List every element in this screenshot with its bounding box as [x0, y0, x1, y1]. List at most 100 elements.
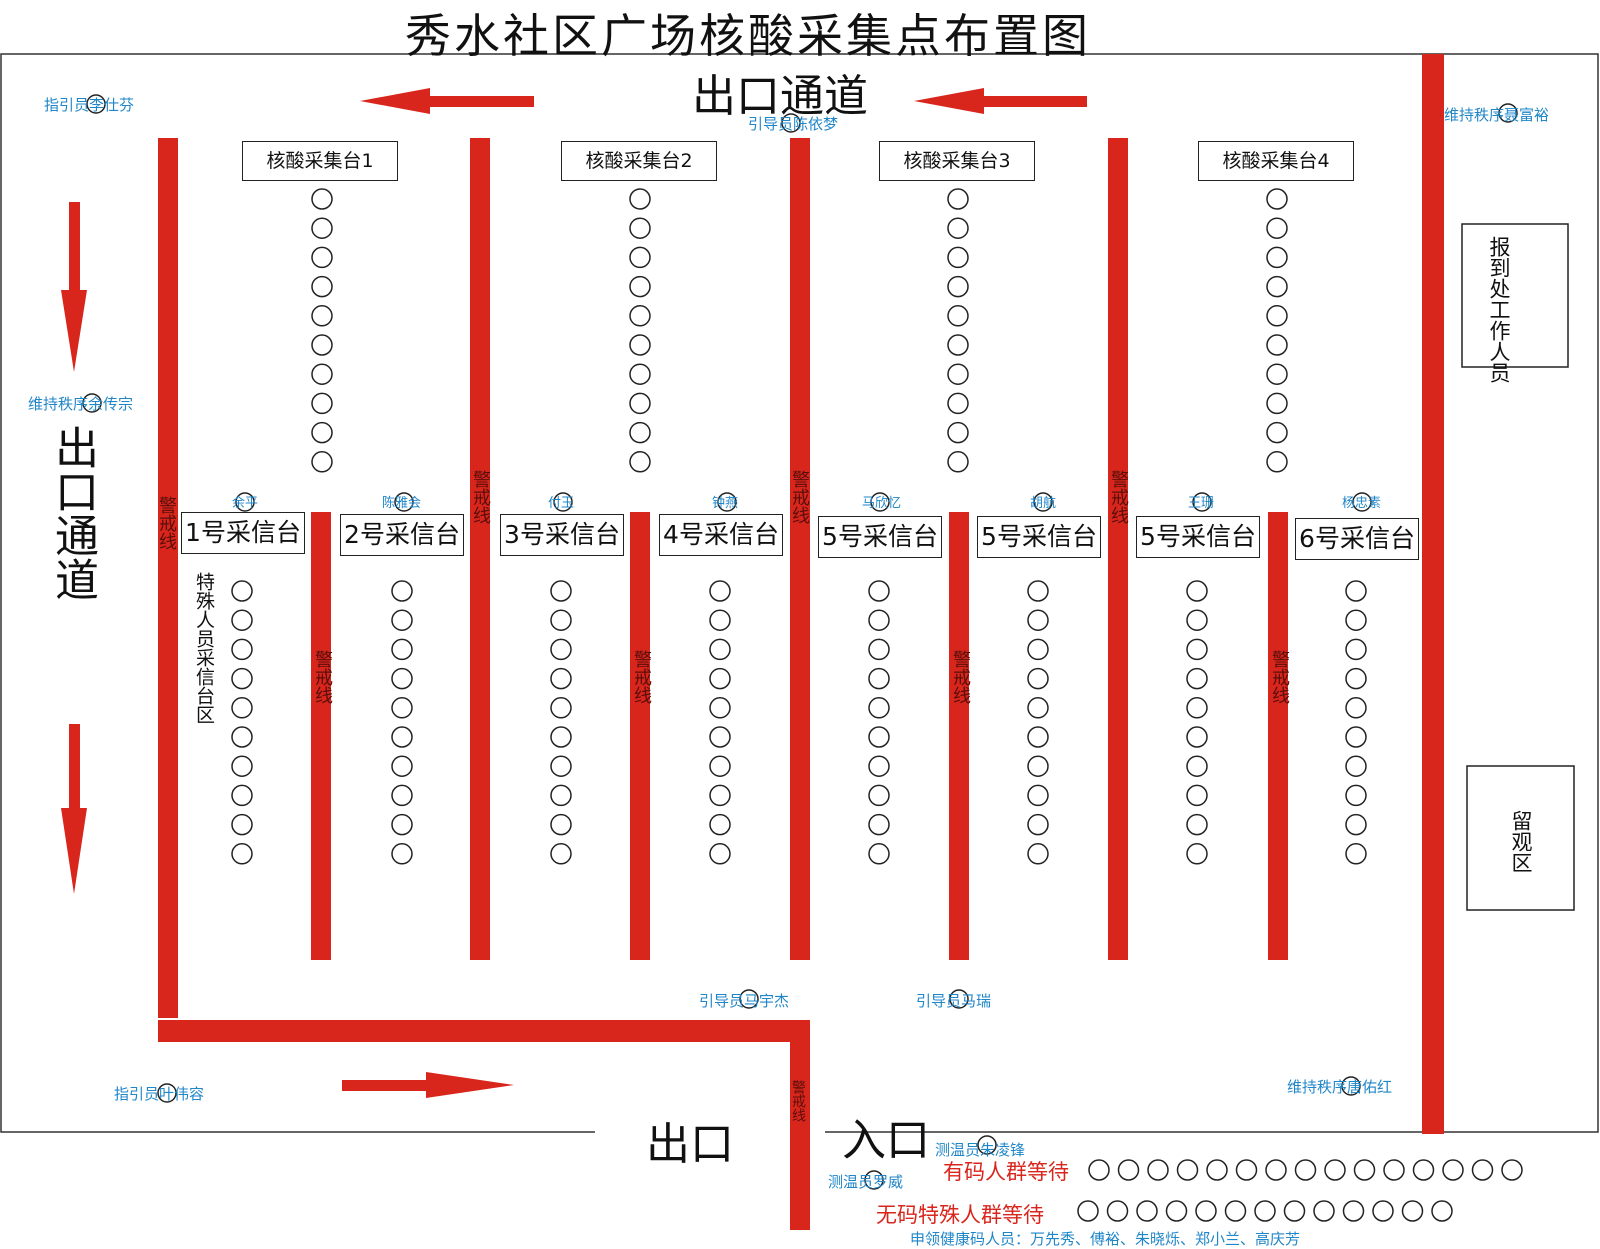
queue-circle — [1088, 1159, 1110, 1181]
observe-area-box — [1466, 765, 1575, 911]
queue-circle — [1412, 1159, 1435, 1181]
queue-circle — [311, 421, 333, 444]
queue-circle — [311, 217, 333, 239]
staff-marker — [870, 492, 890, 512]
queue-circle — [231, 755, 253, 777]
staff-marker — [553, 492, 573, 512]
queue-circle — [1027, 843, 1049, 865]
queue-circle — [311, 392, 333, 415]
observe-area-label: 留观区 — [1509, 810, 1533, 873]
queue-circle — [1266, 246, 1288, 269]
queue-circle — [1186, 580, 1208, 602]
warning-line-label: 警戒线 — [470, 470, 491, 524]
queue-circle — [550, 755, 572, 777]
desk-staff-3: 付玉 — [548, 496, 575, 511]
queue-circle — [1195, 1200, 1217, 1222]
queue-circle — [709, 755, 731, 777]
staff-marker — [717, 492, 737, 512]
queue-circle — [709, 580, 731, 602]
queue-circle — [1266, 363, 1288, 385]
queue-circle — [311, 246, 333, 269]
queue-circle — [1313, 1200, 1335, 1222]
queue-circle — [629, 392, 651, 415]
staff-order-left: 维持秩序余传宗 — [28, 395, 134, 413]
info-desk-5b: 5号采信台 — [977, 516, 1101, 558]
queue-circle — [947, 392, 969, 415]
warning-line-label: 警戒线 — [312, 650, 333, 704]
queue-circle — [709, 697, 731, 719]
queue-circle — [1027, 580, 1049, 602]
warning-barrier — [790, 1020, 810, 1230]
queue-circle — [947, 334, 969, 356]
queue-circle — [1345, 609, 1367, 631]
collection-desk-4: 核酸采集台4 — [1198, 141, 1354, 181]
queue-circle — [1027, 726, 1049, 748]
queue-circle — [1235, 1159, 1258, 1181]
queue-circle — [1027, 784, 1049, 807]
queue-circle — [1266, 188, 1288, 210]
queue-circle — [1265, 1159, 1287, 1181]
queue-circle — [1027, 667, 1049, 690]
queue-circle — [1077, 1200, 1099, 1222]
queue-circle — [311, 305, 333, 327]
info-desk-6: 6号采信台 — [1295, 518, 1419, 560]
staff-marker — [1341, 1076, 1361, 1096]
queue-circle — [1136, 1200, 1158, 1222]
queue-circle — [629, 363, 651, 385]
collection-desk-1: 核酸采集台1 — [242, 141, 398, 181]
queue-circle — [1206, 1159, 1228, 1181]
queue-circle — [629, 334, 651, 356]
desk-staff-5: 马欣忆 — [862, 496, 902, 511]
desk-staff-1: 余平 — [232, 496, 259, 511]
queue-circle — [550, 580, 572, 602]
page-title: 秀水社区广场核酸采集点布置图 — [405, 9, 1091, 63]
queue-circle — [1266, 421, 1288, 444]
queue-circle — [1165, 1200, 1188, 1222]
queue-circle — [1401, 1200, 1424, 1222]
queue-circle — [1266, 217, 1288, 239]
special-area-label: 特殊人员采信台区 — [193, 572, 215, 724]
queue-circle — [629, 246, 651, 269]
queue-circle — [231, 580, 253, 602]
queue-circle — [868, 667, 890, 690]
staff-guide-bottom-left: 指引员叶伟容 — [114, 1085, 205, 1103]
staff-marker — [977, 1135, 997, 1155]
staff-marker — [781, 113, 801, 133]
queue-circle — [868, 580, 890, 602]
warning-barrier — [630, 512, 650, 960]
arrow-down — [61, 202, 87, 372]
staff-guide-top: 引导员陈依梦 — [748, 115, 839, 133]
staff-marker — [1192, 492, 1212, 512]
staff-marker — [235, 492, 255, 512]
warning-line-label: 警戒线 — [1108, 470, 1129, 524]
queue-circle — [311, 188, 333, 210]
queue-circle — [1186, 843, 1208, 865]
queue-circle — [1266, 305, 1288, 327]
queue-circle — [947, 188, 969, 210]
queue-circle — [1345, 580, 1367, 602]
desk-staff-2: 陈雅会 — [382, 496, 422, 511]
queue-circle — [1186, 726, 1208, 748]
red-barriers — [158, 54, 1444, 1230]
queue-circle — [709, 638, 731, 661]
warning-barrier — [1108, 138, 1128, 960]
queue-circle — [550, 667, 572, 690]
queue-circle — [1176, 1159, 1199, 1181]
queue-circle — [1501, 1159, 1523, 1181]
staff-marker — [82, 393, 102, 413]
staff-marker — [1033, 492, 1053, 512]
queue-circle — [709, 609, 731, 631]
queue-circle — [629, 188, 651, 210]
queue-circle — [550, 843, 572, 865]
queue-circle — [709, 843, 731, 865]
queue-circle — [391, 784, 413, 807]
collection-desk-3: 核酸采集台3 — [879, 141, 1035, 181]
queue-circle — [947, 217, 969, 239]
staff-order-top-right: 维持秩序聂富裕 — [1444, 106, 1550, 124]
queue-circle — [1186, 784, 1208, 807]
queue-circle — [231, 726, 253, 748]
warning-line-label: 警戒线 — [631, 650, 652, 704]
queue-circle — [947, 451, 969, 473]
arrow-right — [342, 1072, 514, 1098]
